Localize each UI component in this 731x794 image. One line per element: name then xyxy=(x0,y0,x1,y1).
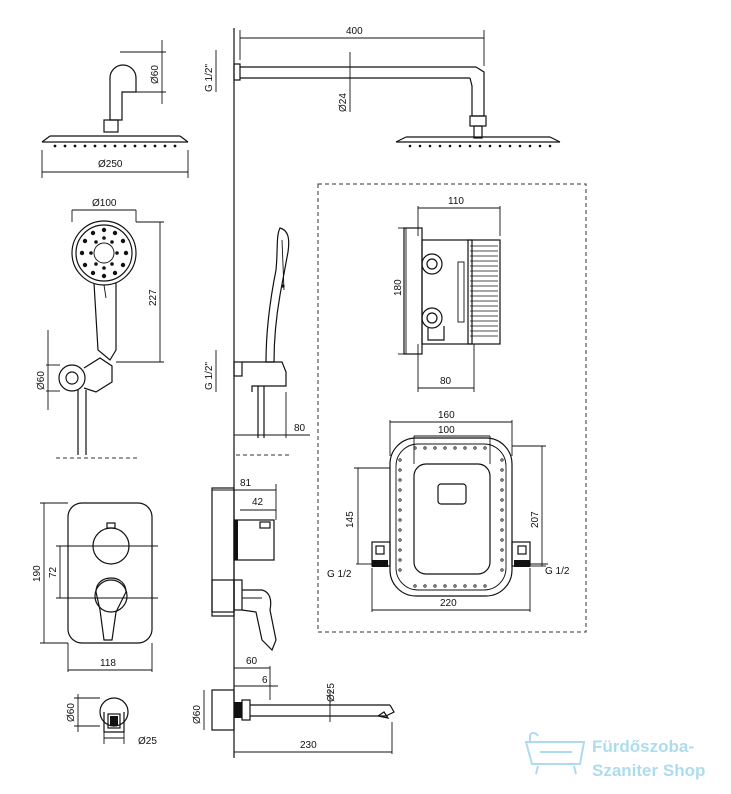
frame-inner-label: 100 xyxy=(438,425,455,436)
arm-tube-label: Ø24 xyxy=(338,93,349,112)
watermark: Fürdőszoba- Szaniter Shop xyxy=(524,732,705,780)
frame-207-label: 207 xyxy=(530,511,541,528)
dim-mid-thread: G 1/2" xyxy=(204,350,217,392)
mixer-81-label: 81 xyxy=(240,478,252,489)
watermark-line1: Fürdőszoba- xyxy=(592,737,694,756)
dim-inlet-right: G 1/2 xyxy=(530,563,570,577)
mixer-faceplate xyxy=(67,502,153,644)
dim-hand-diameter: Ø100 xyxy=(71,198,137,222)
dim-head-diameter: Ø250 xyxy=(41,150,189,178)
concealed-body xyxy=(403,227,501,355)
dim-inlet-left: G 1/2 xyxy=(327,563,372,580)
head-diameter-label: Ø250 xyxy=(98,159,123,170)
arm-length-label: 400 xyxy=(346,26,363,37)
dim-spout-tube: Ø25 xyxy=(326,683,337,722)
frame-width-label: 160 xyxy=(438,410,455,421)
top-thread-label: G 1/2" xyxy=(204,64,215,92)
shower-arm-side-view xyxy=(41,64,189,148)
dim-frame-total: 220 xyxy=(371,568,531,612)
dim-plate-72: 72 xyxy=(48,545,158,599)
dim-frame-145: 145 xyxy=(345,467,390,564)
body-width-label: 110 xyxy=(448,196,464,207)
spout-side xyxy=(211,689,395,731)
mounting-frame xyxy=(371,437,531,597)
install-box-frame xyxy=(317,183,587,633)
body-depth-label: 80 xyxy=(440,376,452,387)
dim-spout-length: 230 xyxy=(233,722,393,754)
plate-width-label: 118 xyxy=(100,658,116,669)
dim-spout-flange-side: Ø60 xyxy=(192,690,205,730)
hand-diameter-label: Ø100 xyxy=(92,198,117,209)
mid-thread-label: G 1/2" xyxy=(204,362,215,390)
spout-flange-label: Ø60 xyxy=(66,703,77,722)
spout-tube-label: Ø25 xyxy=(326,683,337,702)
spout-6-label: 6 xyxy=(262,675,268,686)
dim-mixer-81: 81 xyxy=(212,478,277,520)
spout-flange-side-label: Ø60 xyxy=(192,705,203,724)
dim-plate-height: 190 xyxy=(32,502,68,644)
shower-arm-top-view xyxy=(233,63,561,148)
dim-top-thread: G 1/2" xyxy=(204,50,217,92)
dim-body-depth: 80 xyxy=(417,344,475,392)
dim-hand-length: 227 xyxy=(116,221,164,363)
dim-frame-207: 207 xyxy=(512,445,546,567)
frame-total-label: 220 xyxy=(440,598,457,609)
inlet-right-label: G 1/2 xyxy=(545,566,570,577)
dim-arm-diameter: Ø60 xyxy=(120,40,166,104)
body-height-label: 180 xyxy=(393,279,404,296)
dim-arm-tube: Ø24 xyxy=(338,52,351,112)
dim-spout-flange: Ø60 xyxy=(66,694,100,732)
plate-height-label: 190 xyxy=(32,565,43,582)
plate-72-label: 72 xyxy=(48,566,59,578)
spout-60-label: 60 xyxy=(246,656,258,667)
spout-length-label: 230 xyxy=(300,740,317,751)
spout-front xyxy=(99,697,129,733)
dim-frame-inner: 100 xyxy=(413,425,491,464)
dim-spout-6: 6 xyxy=(234,675,278,687)
mixer-42-label: 42 xyxy=(252,497,264,508)
bathtub-icon xyxy=(524,732,586,775)
dim-body-height: 180 xyxy=(393,227,407,355)
dim-spout-tube-front: Ø25 xyxy=(103,730,157,747)
spout-tube-front-label: Ø25 xyxy=(138,736,157,747)
dim-outlet-diameter: Ø60 xyxy=(36,330,60,410)
dim-body-width: 110 xyxy=(417,196,501,236)
outlet-diameter-label: Ø60 xyxy=(36,371,47,390)
arm-diameter-label: Ø60 xyxy=(150,65,161,84)
dim-mixer-42: 42 xyxy=(240,497,276,511)
dim-arm-length: 400 xyxy=(239,26,485,66)
dim-bracket-depth: 80 xyxy=(234,392,310,438)
hand-length-label: 227 xyxy=(148,289,159,306)
frame-145-label: 145 xyxy=(345,511,356,528)
bracket-depth-label: 80 xyxy=(294,423,306,434)
hand-shower-front xyxy=(56,220,140,459)
dim-frame-width: 160 xyxy=(389,410,513,456)
inlet-left-label: G 1/2 xyxy=(327,569,352,580)
watermark-line2: Szaniter Shop xyxy=(592,761,705,780)
dim-plate-width: 118 xyxy=(67,643,153,672)
hand-shower-side xyxy=(233,227,292,456)
mixer-side-view xyxy=(211,487,277,652)
